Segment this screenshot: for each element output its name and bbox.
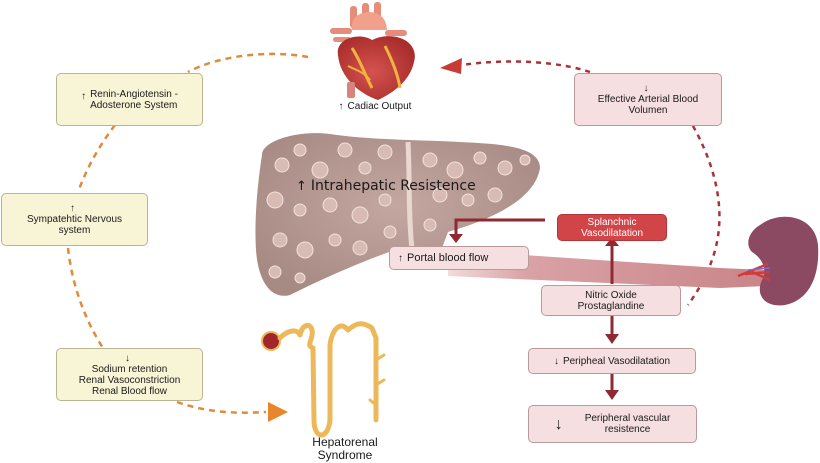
intrahepatic-resistance-label: ↑Intrahepatic Resistence [296, 178, 476, 194]
portal-blood-flow-box: ↑Portal blood flow [389, 246, 529, 270]
up-arrow-icon: ↑ [69, 203, 75, 214]
peripheral-vascular-resistance-box: ↓ Peripheral vascular resistence [528, 405, 697, 443]
sodium-retention-box: ↓Sodium retention Renal Vasoconstriction… [56, 348, 203, 401]
down-arrow-icon: ↓ [553, 355, 559, 367]
dashed-connector-sodium-hrs [176, 400, 267, 414]
up-arrow-icon: ↑ [398, 252, 403, 264]
dashed-connector-raas-sns [76, 124, 117, 193]
arrowhead-down-icon [605, 334, 619, 344]
red-dashed-cycle [461, 60, 721, 306]
orange-dashed-cycle [66, 52, 309, 414]
cardiac-output-label: ↑Cadiac Output [338, 101, 412, 112]
solid-flow-arrows [454, 218, 614, 392]
heart-illustration [330, 2, 415, 100]
dashed-connector-sns-sodium [66, 247, 105, 349]
effective-arterial-blood-volume-box: ↓Effective Arterial Blood Volumen [574, 73, 722, 126]
dashed-connector-heart-raas [187, 52, 309, 74]
sympathetic-nervous-system-box: ↑Sympatehtic Nervous system [1, 193, 148, 246]
up-arrow-icon: ↑ [338, 101, 344, 112]
arrowhead-down-icon [605, 390, 619, 400]
arrowhead-down-icon [449, 234, 463, 243]
down-arrow-icon: ↓ [554, 415, 563, 433]
peripheal-vasodilatation-box: ↓Peripheal Vasodilatation [528, 348, 696, 374]
arrow-splanchnic-to-portal [454, 218, 545, 236]
down-arrow-icon: ↓ [124, 352, 130, 364]
dashed-connector-eabv-heart [461, 60, 591, 74]
nephron-illustration [261, 321, 386, 438]
orange-arrowhead-icon [268, 402, 288, 422]
splanchnic-vasodilatation-box: Splanchnic Vasodilatation [557, 214, 667, 241]
raas-box: ↑ Renin-Angiotensin - Adosterone System [56, 73, 203, 126]
arrowhead-up-icon [605, 237, 619, 246]
down-arrow-icon: ↓ [643, 83, 649, 94]
cirrhotic-liver-illustration [255, 133, 541, 296]
up-arrow-icon: ↑ [81, 91, 87, 102]
hepatorenal-syndrome-label: Hepatorenal Syndrome [312, 435, 378, 462]
spleen-illustration [737, 216, 819, 306]
dashed-connector-spleen-eabv [686, 125, 721, 306]
nitric-oxide-prostaglandine-box: Nitric Oxide Prostaglandine [541, 285, 681, 316]
red-arrowhead-icon [440, 58, 462, 74]
up-arrow-icon: ↑ [296, 179, 307, 194]
